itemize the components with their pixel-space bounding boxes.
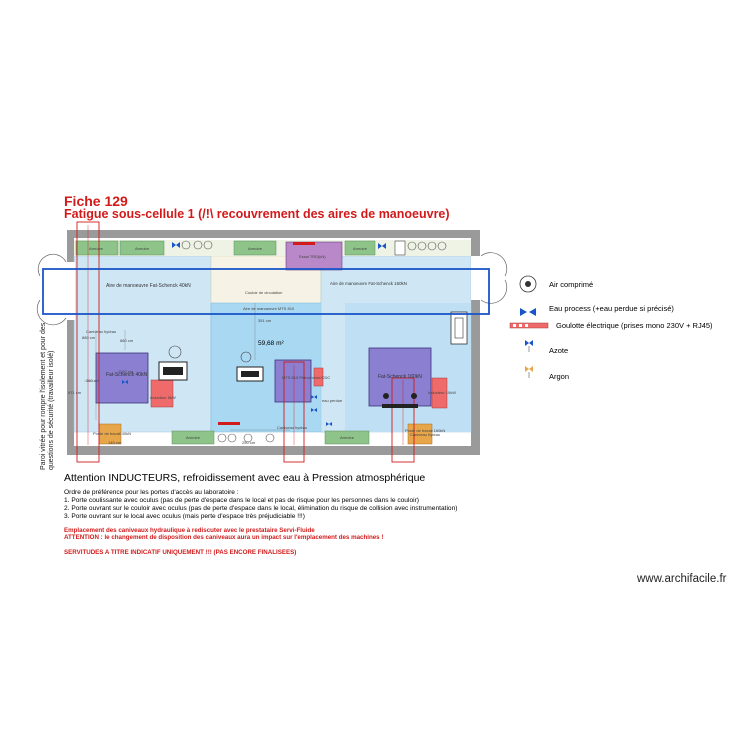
dim-7: 1100 cm (118, 369, 134, 374)
armoire-4 (344, 240, 376, 256)
armoire-4-label: Armoire (353, 246, 368, 251)
machine-center (274, 359, 312, 403)
zone-right-label: Aire de manoeuvre Fat-Schenck 160kN (330, 281, 407, 286)
eau-process-icon (520, 308, 527, 316)
caniveau-center (283, 361, 305, 463)
legend-goulotte: Goulotte électrique (prises mono 230V + … (556, 321, 713, 330)
legend-icons (509, 275, 549, 378)
armoire-2-label: Armoire (135, 246, 150, 251)
door-left-arc (37, 253, 67, 277)
door-left-gap (66, 262, 75, 320)
side-note: Paroi vitrée pour rompre l'isolement et … (40, 322, 55, 470)
dim-2: 880 cm (120, 338, 134, 343)
machine-top-label: Essai TRD(kN) (299, 254, 326, 259)
door-right-arc (480, 252, 508, 277)
notes-line-2: 2. Porte ouvrant sur le couloir avec ocu… (64, 505, 458, 512)
page-title: Fiche 129 (64, 193, 128, 209)
servitudes-note: SERVITUDES A TITRE INDICATIF UNIQUEMENT … (64, 549, 297, 556)
machine-right-label: Fat-Schenck 160kN (378, 374, 422, 380)
zone-left-label: Aire de manoeuvre Fat-Schenck 40kN (106, 283, 191, 289)
caniveau-right-label: Caniveau hydrau (410, 432, 441, 437)
armoire-1-label: Armoire (89, 246, 104, 251)
caniveau-center-label: Caniveau hydrau (277, 425, 308, 430)
machine-right (368, 347, 432, 407)
dim-8: 145 cm (108, 440, 122, 445)
armoire-1 (75, 240, 119, 256)
armoire-5-label: Armoire (186, 435, 201, 440)
poste-right-label: Poste de travail 160kN (405, 428, 446, 433)
armoire-5 (171, 430, 215, 445)
armoire-2 (119, 240, 165, 256)
legend-argon: Argon (549, 372, 570, 381)
bench-left-inner (163, 367, 183, 375)
watermark[interactable]: www.archifacile.fr (637, 573, 727, 585)
poste-left-label: Poste de travail 40kN (93, 431, 132, 436)
armoire-6-label: Armoire (340, 435, 355, 440)
warning-2: ATTENTION : le changement de disposition… (64, 534, 384, 541)
armoire-6 (324, 430, 370, 445)
inducteur-left-label: Inducteur 5kW (150, 395, 176, 400)
dim-6: 971 cm (68, 390, 82, 395)
notes-line-3: 3. Porte ouvrant sur le local avec oculu… (64, 513, 305, 520)
area-label: 59,68 m² (258, 340, 284, 347)
dim-1: 880 cm (82, 335, 96, 340)
zone-mts-label: Aire de manoeuvre MTS 810 (243, 306, 295, 311)
inducteur-left (150, 379, 174, 408)
dim-3: 380 cm (86, 378, 100, 383)
inducteur-right (431, 377, 448, 409)
legend-eau-process: Eau process (+eau perdue si précisé) (549, 304, 674, 313)
machine-left-label: Fat-Schenck 40kN (106, 372, 148, 378)
azote-icon (525, 340, 529, 346)
inducteur-center (313, 367, 324, 387)
inducteur-right-label: Inducteur 10kW (428, 390, 457, 395)
warning-1: Emplacement des caniveaux hydraulique à … (64, 527, 315, 534)
overlap-outline (42, 268, 490, 315)
right-cabinet (450, 311, 468, 345)
legend-azote: Azote (549, 346, 569, 355)
dim-5: 250 cm (242, 440, 256, 445)
page-subtitle: Fatigue sous-cellule 1 (/!\ recouvrement… (64, 207, 450, 221)
eau-perdue-label: eau perdue (322, 398, 343, 403)
caniveau-right (391, 377, 415, 463)
goulotte-icon (509, 322, 549, 329)
caniveau-left (76, 221, 100, 463)
notes-line-0: Ordre de préférence pour les portes d'ac… (64, 489, 239, 496)
armoire-3 (233, 240, 277, 256)
machine-center-label: MTS 810 Pétrochimie/CDC (282, 375, 331, 380)
corridor-label: Couloir de circulation (245, 290, 283, 295)
caniveau-left-label: Caniveau hydrau (86, 329, 117, 334)
dim-4: 351 cm (258, 318, 272, 323)
notes-line-1: 1. Porte coulissante avec oculus (pas de… (64, 497, 419, 504)
door-right-gap (471, 256, 481, 300)
machine-left (95, 352, 149, 404)
legend-air-comprime: Air comprimé (549, 280, 594, 289)
argon-icon (525, 366, 529, 372)
notes-heading: Attention INDUCTEURS, refroidissement av… (64, 472, 426, 484)
armoire-3-label: Armoire (248, 246, 263, 251)
